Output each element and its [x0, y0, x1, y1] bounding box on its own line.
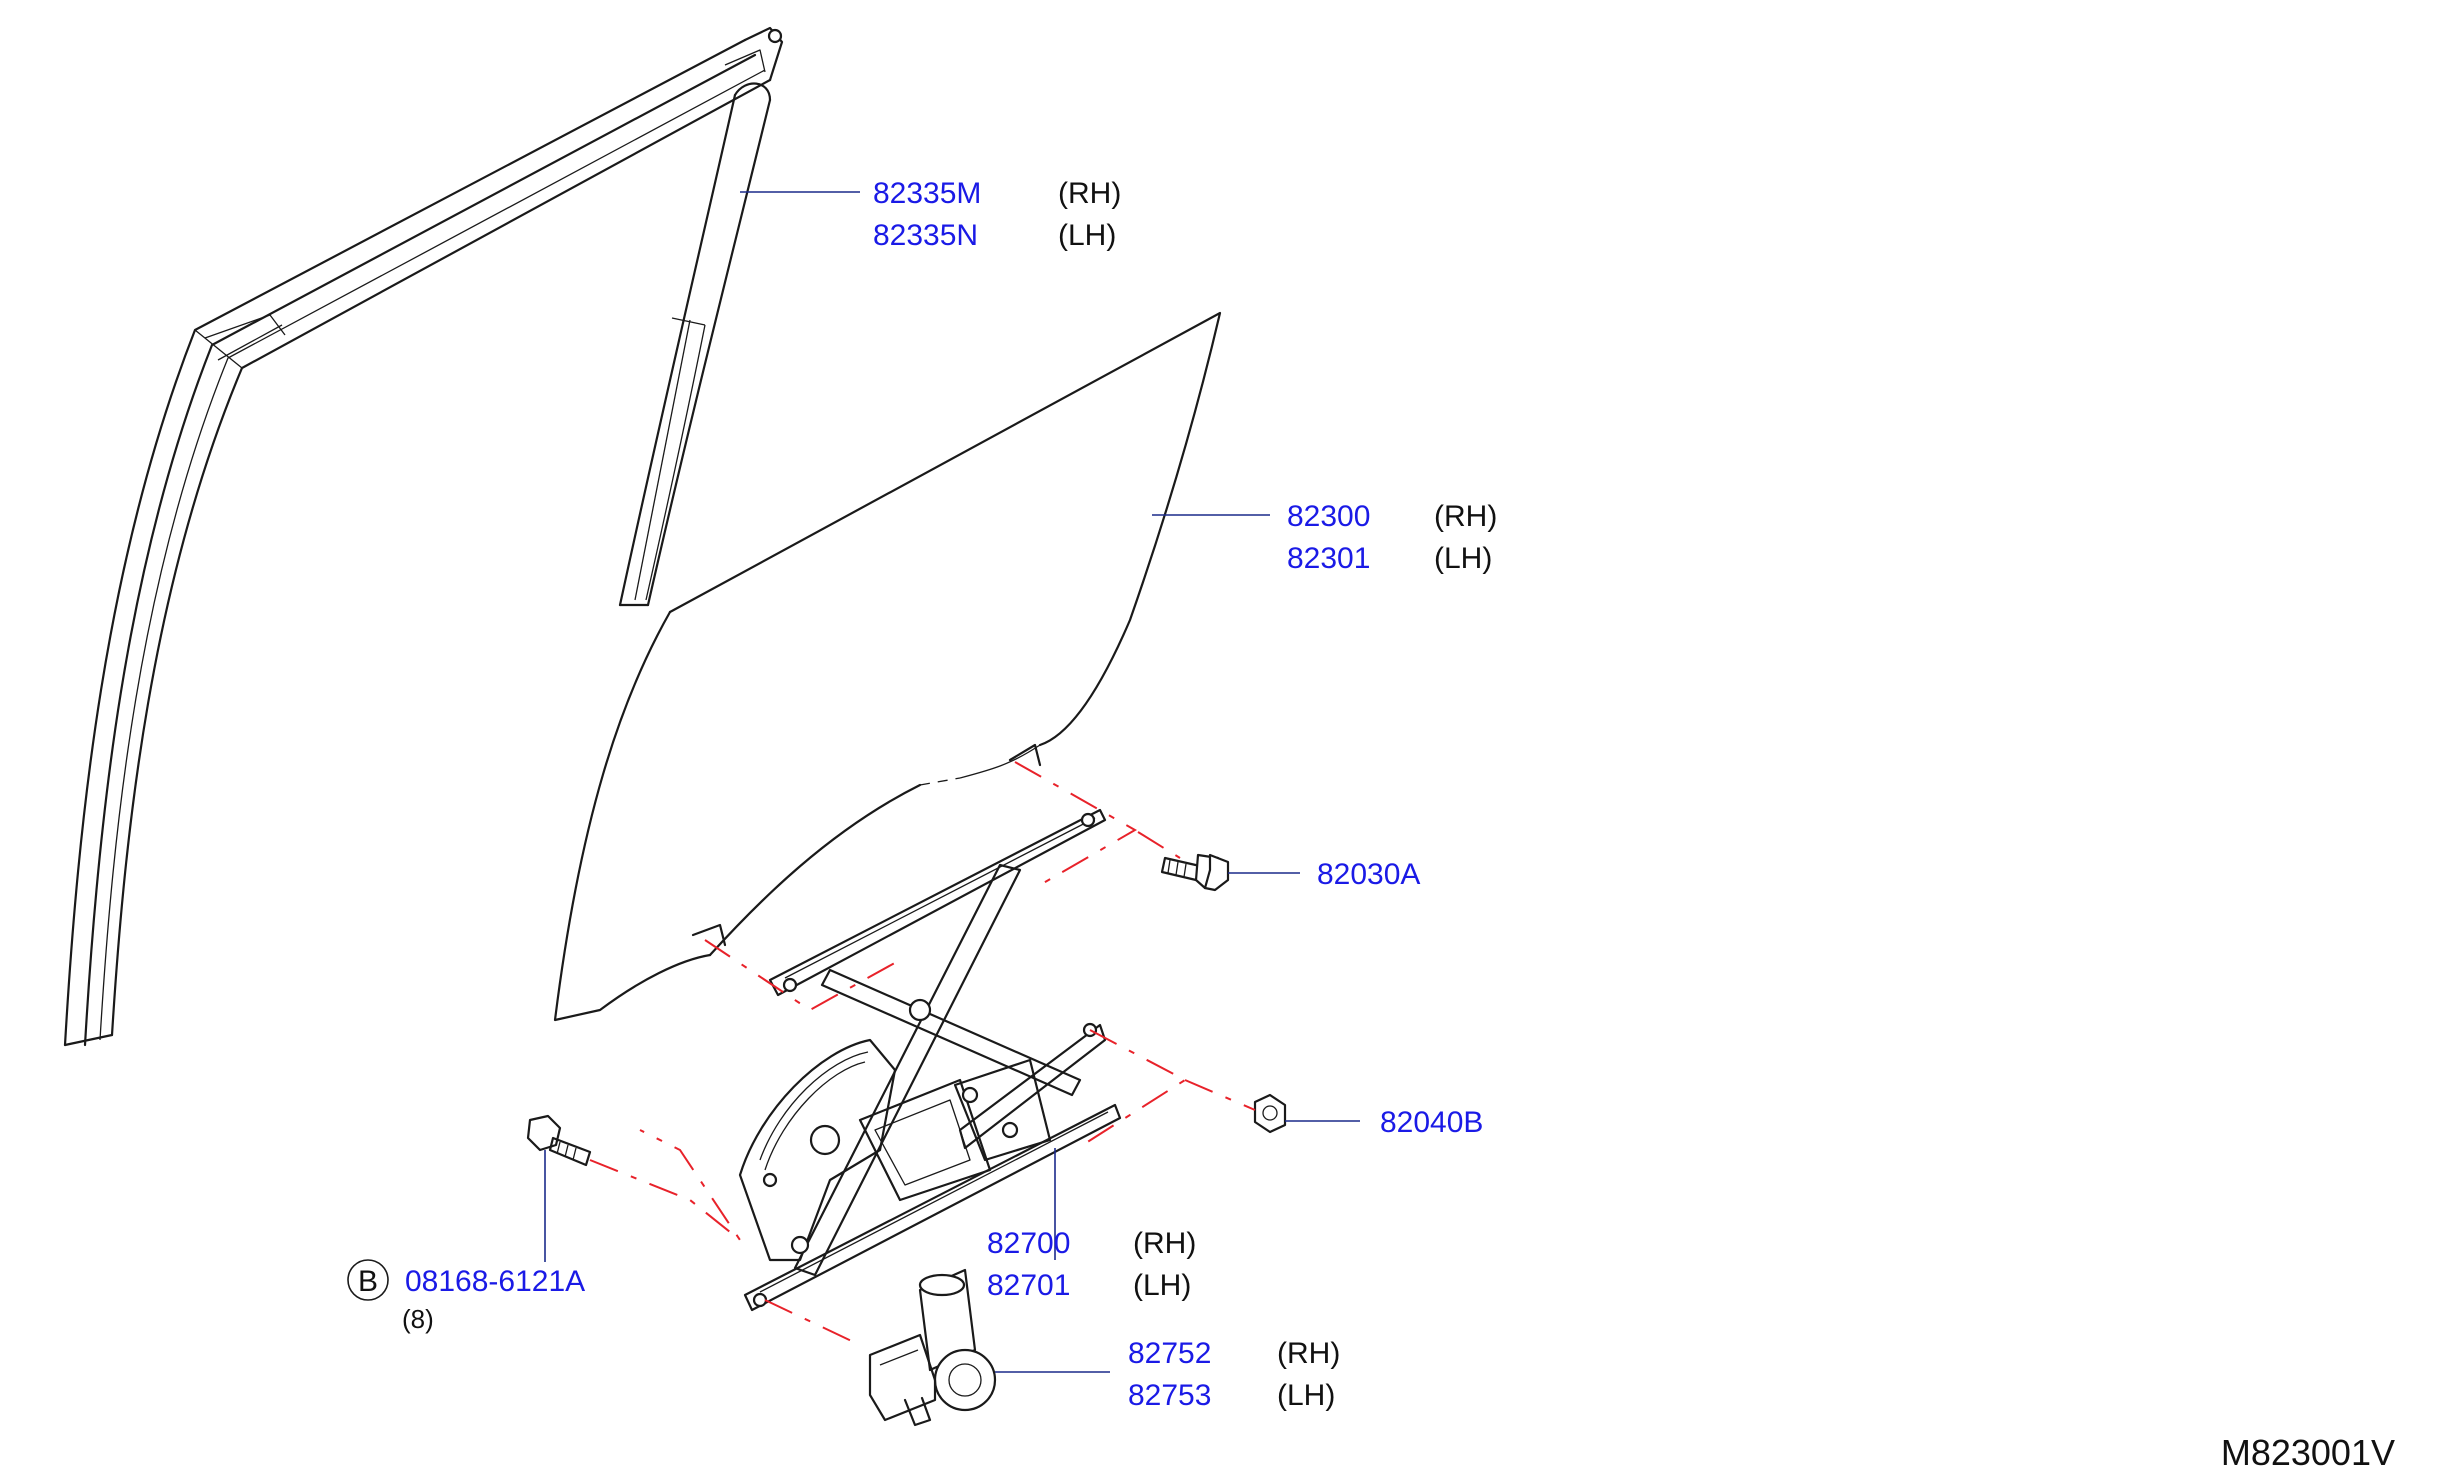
side-label: (RH) — [1277, 1337, 1340, 1370]
side-label: (LH) — [1133, 1269, 1191, 1302]
part-number-82335m: 82335M — [873, 177, 981, 210]
side-label: (LH) — [1058, 219, 1116, 252]
side-label: (LH) — [1434, 542, 1492, 575]
callout-82040b: 82040B — [1380, 1106, 1483, 1139]
window-regulator — [738, 808, 1122, 1312]
part-number-82030a: 82030A — [1317, 858, 1420, 891]
quantity-label: (8) — [402, 1304, 434, 1334]
alignment-lines — [589, 761, 1256, 1346]
bolt-82030a — [1160, 853, 1230, 892]
door-sash-frame — [63, 26, 784, 1047]
side-label: (RH) — [1133, 1227, 1196, 1260]
callout-82030a: 82030A — [1317, 858, 1420, 891]
part-number-82753: 82753 — [1128, 1379, 1211, 1412]
part-number-82335n: 82335N — [873, 219, 978, 252]
screw-08168-6121a — [526, 1114, 592, 1167]
callout-82752: 82752 (RH) 82753 (LH) — [1128, 1337, 1340, 1412]
callout-82335: 82335M (RH) 82335N (LH) — [873, 177, 1121, 252]
badge-circle — [347, 1259, 389, 1301]
regulator-motor — [868, 1268, 997, 1427]
door-glass — [553, 311, 1222, 1022]
diagram-code: M823001V — [2221, 1432, 2395, 1473]
leader-lines — [544, 191, 1360, 1373]
side-label: (LH) — [1277, 1379, 1335, 1412]
part-number-82300: 82300 — [1287, 500, 1370, 533]
part-number-08168-6121a: 08168-6121A — [405, 1265, 585, 1298]
callout-82700: 82700 (RH) 82701 (LH) — [987, 1227, 1196, 1302]
badge-letter: B — [358, 1265, 378, 1298]
part-number-82752: 82752 — [1128, 1337, 1211, 1370]
callout-82300: 82300 (RH) 82301 (LH) — [1287, 500, 1497, 575]
side-label: (RH) — [1434, 500, 1497, 533]
side-label: (RH) — [1058, 177, 1121, 210]
part-number-82301: 82301 — [1287, 542, 1370, 575]
part-number-82040b: 82040B — [1380, 1106, 1483, 1139]
sash-channel — [618, 82, 772, 607]
nut-82040b — [1253, 1093, 1287, 1134]
part-number-82701: 82701 — [987, 1269, 1070, 1302]
callout-08168-6121a: B 08168-6121A (8) — [347, 1259, 585, 1334]
part-number-82700: 82700 — [987, 1227, 1070, 1260]
